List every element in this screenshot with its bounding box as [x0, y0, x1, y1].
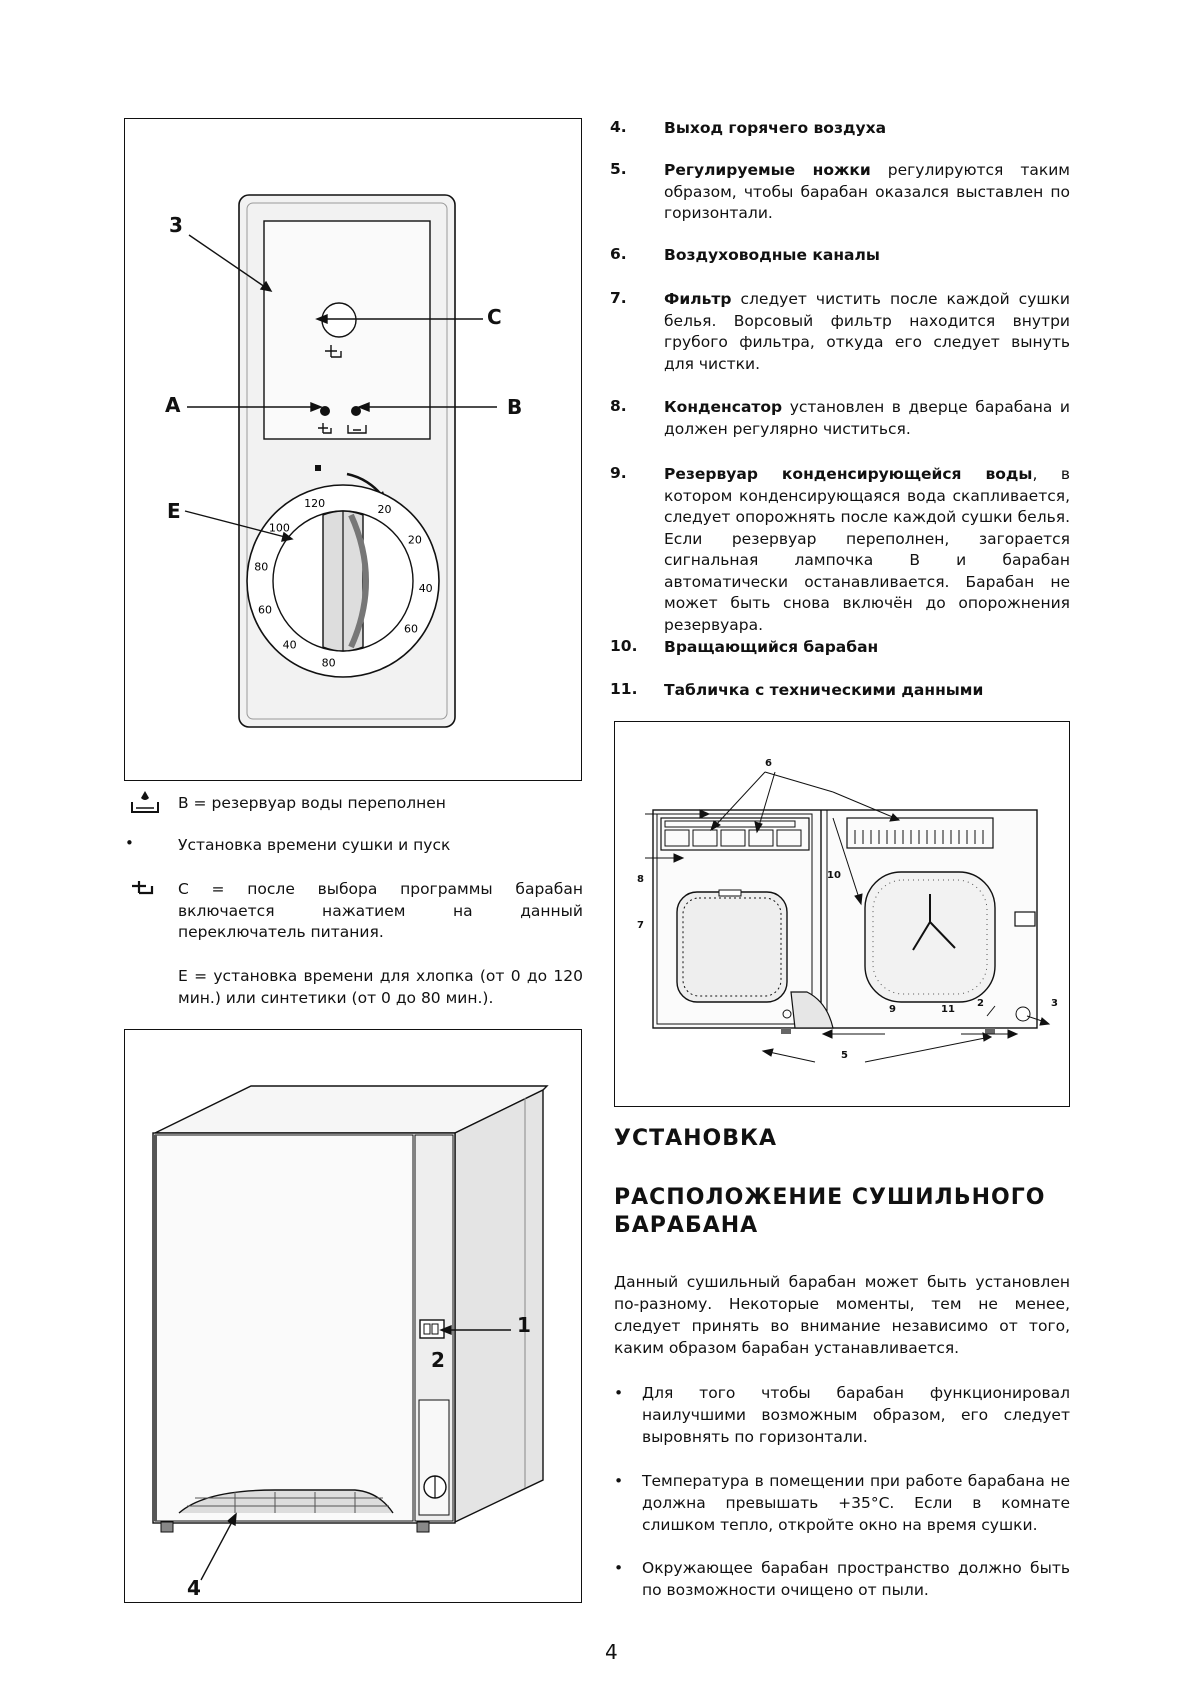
dial-tick-label: 60 — [404, 623, 418, 636]
label-b: B — [507, 395, 523, 419]
dryer-interior-figure: 6 8 7 10 2 3 9 11 5 — [614, 721, 1070, 1107]
item-description: Конденсатор установлен в дверце барабана… — [664, 397, 1070, 440]
control-panel-figure: 120 100 80 60 40 20 20 40 60 80 3 C A B E — [124, 118, 582, 781]
item-description: Фильтр следует чистить после каждой сушк… — [664, 289, 1070, 375]
dryer-figure: 1 2 4 — [124, 1029, 582, 1603]
label-a: A — [165, 393, 181, 417]
bullet-dot: • — [614, 1559, 624, 1577]
label-4: 4 — [187, 1576, 201, 1600]
item-description: Регулируемые ножки регулируются таким об… — [664, 160, 1070, 225]
control-panel-drawing: 120 100 80 60 40 20 20 40 60 80 — [184, 194, 497, 728]
item-number: 8. — [610, 397, 627, 415]
label-1: 1 — [517, 1313, 531, 1337]
interior-label-11: 11 — [941, 1004, 955, 1015]
item-text: регулируются таким образом, чтобы бараба… — [664, 161, 1070, 222]
item-title: Табличка с техническими данными — [664, 681, 984, 699]
legend-e: E = установка времени для хлопка (от 0 д… — [178, 967, 583, 1007]
item-title: Вращающийся барабан — [664, 638, 879, 656]
dial-tick-label: 120 — [304, 497, 325, 510]
bullet-dot: • — [125, 834, 134, 852]
interior-label-5: 5 — [841, 1050, 848, 1061]
dial-tick-label: 80 — [254, 561, 268, 574]
item-number: 11. — [610, 680, 638, 698]
install-bullet: • Для того чтобы барабан функционировал … — [614, 1382, 1070, 1452]
legend-c: C = после выбора программы барабан включ… — [178, 880, 583, 941]
label-2: 2 — [431, 1348, 445, 1372]
interior-label-8: 8 — [637, 874, 644, 885]
item-number: 6. — [610, 245, 627, 263]
bullet-text: Температура в помещении при работе бараб… — [642, 1472, 1070, 1534]
dial-tick-label: 40 — [283, 639, 297, 652]
interior-label-10: 10 — [827, 870, 841, 881]
label-e: E — [167, 499, 181, 523]
item-number: 4. — [610, 118, 627, 136]
item-title: Фильтр — [664, 290, 732, 308]
interior-label-2: 2 — [977, 998, 984, 1009]
item-title: Резервуар конденсирующейся воды — [664, 465, 1033, 483]
subsection-heading-line2: БАРАБАНА — [614, 1213, 759, 1238]
bullet-dot: • — [614, 1384, 624, 1402]
item-text: , в котором конденсирующаяся вода скапли… — [664, 465, 1070, 634]
item-description: Вращающийся барабан — [664, 637, 1070, 659]
dial-tick-label: 40 — [419, 582, 433, 595]
water-tank-icon — [130, 790, 160, 818]
install-bullet: • Температура в помещении при работе бар… — [614, 1470, 1070, 1540]
item-title: Воздуховодные каналы — [664, 246, 880, 264]
interior-label-6: 6 — [765, 758, 772, 769]
install-intro: Данный сушильный барабан может быть уста… — [614, 1273, 1070, 1357]
dryer-interior-drawing — [645, 771, 1051, 1063]
item-description: Выход горячего воздуха — [664, 118, 1070, 140]
bullet-text: Для того чтобы барабан функционировал на… — [642, 1384, 1070, 1446]
dial-tick-label: 20 — [408, 534, 422, 547]
power-switch-icon — [130, 880, 156, 906]
legend-bullet: Установка времени сушки и пуск — [178, 836, 451, 854]
item-description: Воздуховодные каналы — [664, 245, 1070, 267]
section-heading: УСТАНОВКА — [614, 1126, 778, 1151]
item-title: Регулируемые ножки — [664, 161, 871, 179]
item-title: Выход горячего воздуха — [664, 119, 887, 137]
dial-tick-label: 100 — [269, 522, 290, 535]
legend-b: B = резервуар воды переполнен — [178, 794, 446, 812]
item-number: 7. — [610, 289, 627, 307]
page-number: 4 — [605, 1640, 618, 1664]
subsection-heading-line1: РАСПОЛОЖЕНИЕ СУШИЛЬНОГО — [614, 1185, 1046, 1210]
label-c: C — [487, 305, 502, 329]
dial-tick-label: 60 — [258, 603, 272, 616]
bullet-dot: • — [614, 1472, 624, 1490]
label-3: 3 — [169, 213, 183, 237]
item-number: 10. — [610, 637, 638, 655]
item-number: 9. — [610, 464, 627, 482]
dial-scale: 120 100 80 60 40 20 20 40 60 80 — [254, 497, 432, 670]
item-title: Конденсатор — [664, 398, 783, 416]
bullet-text: Окружающее барабан пространство должно б… — [642, 1559, 1070, 1599]
item-text: следует чистить после каждой сушки белья… — [664, 290, 1070, 373]
item-description: Табличка с техническими данными — [664, 680, 1070, 702]
dial-tick-label: 80 — [322, 657, 336, 670]
dryer-drawing — [152, 1085, 549, 1581]
interior-label-7: 7 — [637, 920, 644, 931]
interior-label-3: 3 — [1051, 998, 1058, 1009]
item-text: установлен в дверце барабана и должен ре… — [664, 398, 1070, 438]
item-description: Резервуар конденсирующейся воды, в котор… — [664, 464, 1070, 636]
item-number: 5. — [610, 160, 627, 178]
install-bullet: • Окружающее барабан пространство должно… — [614, 1557, 1070, 1605]
interior-label-9: 9 — [889, 1004, 896, 1015]
dial-tick-label: 20 — [378, 503, 392, 516]
